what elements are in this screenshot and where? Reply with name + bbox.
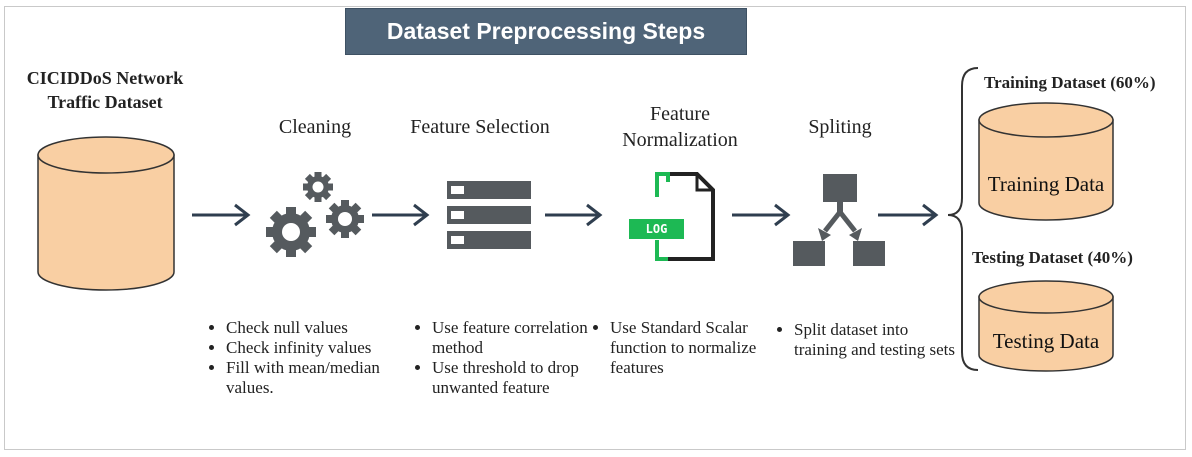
output-brace [947, 67, 979, 371]
step-spliting-label: Spliting [808, 116, 872, 138]
arrow-normalization-to-splitting [732, 203, 791, 227]
testing-dataset-label: Testing Dataset (40%) [972, 248, 1133, 267]
arrow-selection-to-normalization [545, 203, 603, 227]
training-dataset-label: Training Dataset (60%) [984, 73, 1156, 92]
cleaning-bullet-list: Check null values Check infinity values … [204, 318, 416, 398]
log-file-icon [629, 172, 715, 261]
testing-data-cylinder [978, 280, 1114, 372]
source-dataset-label: CICIDDoS Network Traffic Dataset [26, 68, 184, 112]
step-cleaning-label: Cleaning [278, 116, 352, 138]
bullet-item: Use Standard Scalar function to normaliz… [610, 318, 782, 378]
feature-selection-bullet-list: Use feature correlation method Use thres… [410, 318, 604, 398]
diagram-title: Dataset Preprocessing Steps [345, 8, 747, 55]
log-icon-text: LOG [645, 222, 668, 236]
step-feature-normalization-label: Feature Normalization [622, 103, 738, 151]
flow-arrows [192, 203, 939, 227]
source-database-icon [37, 136, 175, 291]
training-data-label: Training Data [987, 172, 1105, 196]
bullet-item: Use threshold to drop unwanted feature [432, 358, 604, 398]
arrow-cleaning-to-selection [372, 203, 430, 227]
feature-normalization-bullet-list: Use Standard Scalar function to normaliz… [588, 318, 782, 378]
gears-icon [266, 172, 364, 257]
diagram-frame [4, 6, 1186, 450]
split-icon [793, 174, 885, 266]
testing-data-label: Testing Data [992, 329, 1100, 353]
training-data-cylinder [978, 102, 1114, 221]
bullet-item: Check infinity values [226, 338, 416, 358]
bullet-item: Use feature correlation method [432, 318, 604, 358]
spliting-bullet-list: Split dataset into training and testing … [772, 320, 959, 360]
step-feature-selection-label: Feature Selection [410, 116, 550, 138]
arrow-splitting-to-outputs [878, 203, 939, 227]
bullet-item: Fill with mean/median values. [226, 358, 416, 398]
bullet-item: Check null values [226, 318, 416, 338]
server-stack-icon [447, 181, 531, 249]
bullet-item: Split dataset into training and testing … [794, 320, 959, 360]
arrow-source-to-cleaning [192, 203, 251, 227]
